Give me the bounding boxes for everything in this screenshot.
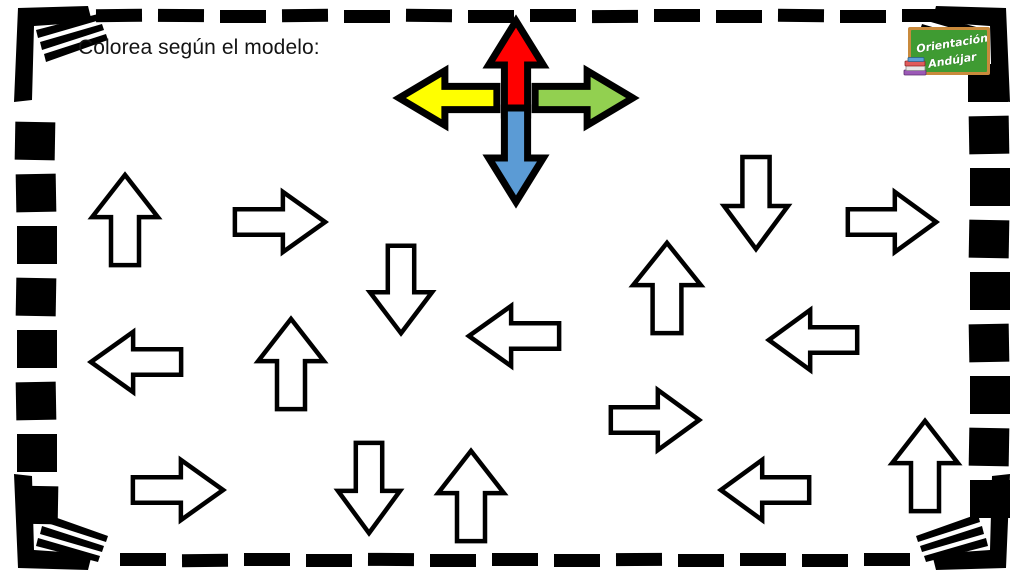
arrow-shape: [438, 451, 504, 541]
arrow-shape: [611, 390, 699, 450]
arrow-shape: [91, 332, 181, 392]
arrow-shape: [92, 175, 158, 265]
model-arrow-down[interactable]: [487, 105, 545, 205]
stack-of-books-icon: [903, 57, 927, 76]
arrow-shape: [848, 192, 936, 252]
arrow-shape: [535, 71, 633, 126]
exercise-arrow-left-15[interactable]: [718, 458, 812, 522]
instruction-title: Colorea según el modelo:: [78, 36, 320, 59]
arrow-shape: [235, 192, 325, 252]
exercise-arrow-up-4[interactable]: [631, 240, 703, 336]
arrow-shape: [721, 460, 809, 520]
arrow-shape: [892, 421, 958, 511]
model-arrow-right[interactable]: [532, 69, 636, 127]
model-arrow-left[interactable]: [396, 69, 500, 127]
arrow-shape: [469, 306, 559, 366]
exercise-arrow-down-5[interactable]: [722, 154, 790, 252]
exercise-arrow-right-11[interactable]: [608, 388, 702, 452]
orientacion-andujar-logo: Orientación Andújar: [902, 27, 990, 77]
exercise-arrow-left-9[interactable]: [466, 304, 562, 368]
exercise-arrow-down-13[interactable]: [336, 440, 402, 536]
exercise-arrow-up-16[interactable]: [890, 418, 960, 514]
arrow-shape: [724, 157, 788, 249]
exercise-arrow-left-7[interactable]: [88, 330, 184, 394]
arrow-shape: [338, 443, 400, 533]
exercise-arrow-right-6[interactable]: [845, 190, 939, 254]
exercise-arrow-right-2[interactable]: [232, 190, 328, 254]
arrow-shape: [769, 310, 857, 370]
arrow-shape: [399, 71, 497, 126]
exercise-arrow-left-10[interactable]: [766, 308, 860, 372]
exercise-arrow-right-12[interactable]: [130, 458, 226, 522]
arrow-shape: [258, 319, 324, 409]
arrow-shape: [489, 108, 544, 202]
exercise-arrow-up-14[interactable]: [436, 448, 506, 544]
arrow-shape: [633, 243, 701, 333]
exercise-arrow-down-3[interactable]: [368, 243, 434, 336]
arrow-shape: [370, 246, 432, 333]
arrow-shape: [133, 460, 223, 520]
exercise-arrow-up-8[interactable]: [256, 316, 326, 412]
exercise-arrow-up-1[interactable]: [90, 172, 160, 268]
